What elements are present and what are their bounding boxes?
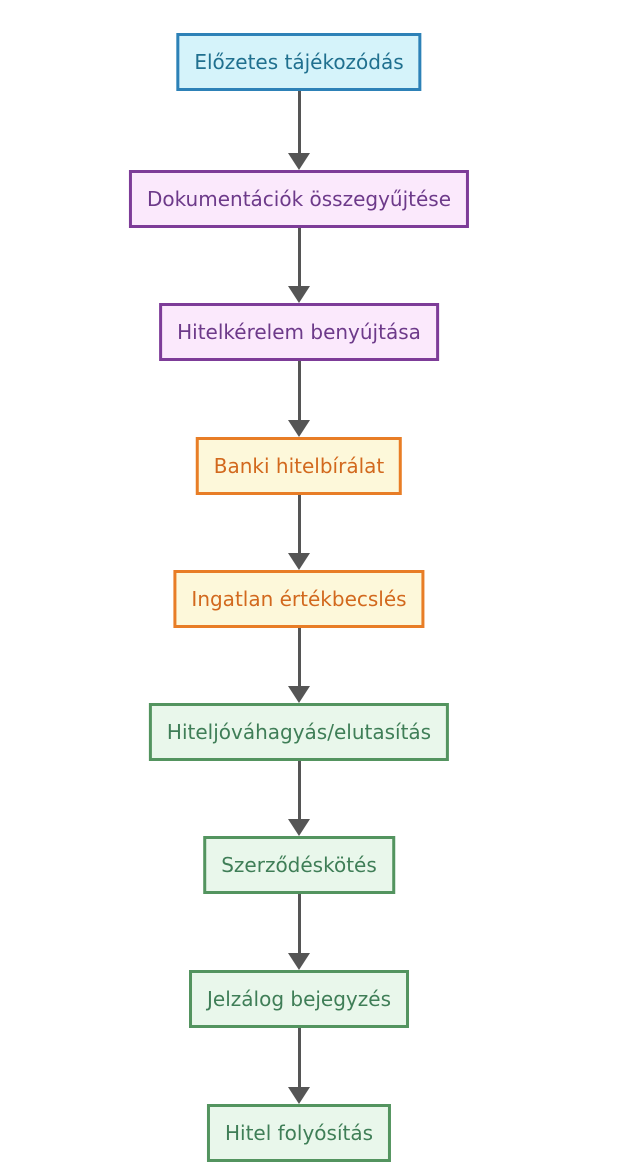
arrow-line bbox=[297, 228, 301, 286]
flow-node-hitel-folyositas: Hitel folyósítás bbox=[206, 1104, 392, 1162]
arrowhead-down-icon bbox=[288, 819, 310, 836]
node-label: Hitel folyósítás bbox=[224, 1121, 374, 1145]
arrow-connector-2 bbox=[287, 228, 311, 303]
node-label: Hitelkérelem benyújtása bbox=[177, 320, 421, 344]
arrow-connector-6 bbox=[287, 761, 311, 836]
arrow-connector-5 bbox=[287, 628, 311, 703]
arrow-line bbox=[297, 761, 301, 819]
arrow-connector-7 bbox=[287, 894, 311, 970]
arrow-line bbox=[297, 894, 301, 953]
arrow-connector-4 bbox=[287, 495, 311, 570]
flow-node-hiteljovahagyas-elutasitas: Hiteljóváhagyás/elutasítás bbox=[148, 703, 450, 761]
arrow-connector-8 bbox=[287, 1028, 311, 1104]
arrowhead-down-icon bbox=[288, 553, 310, 570]
arrowhead-down-icon bbox=[288, 953, 310, 970]
arrowhead-down-icon bbox=[288, 420, 310, 437]
flow-node-ingatlan-ertekbecsles: Ingatlan értékbecslés bbox=[173, 570, 425, 628]
flow-node-hitelkerelem-benyujtasa: Hitelkérelem benyújtása bbox=[159, 303, 439, 361]
node-label: Jelzálog bejegyzés bbox=[207, 987, 391, 1011]
flow-node-banki-hitelbiralat: Banki hitelbírálat bbox=[195, 437, 403, 495]
arrow-line bbox=[297, 91, 301, 153]
arrow-line bbox=[297, 495, 301, 553]
arrowhead-down-icon bbox=[288, 153, 310, 170]
arrowhead-down-icon bbox=[288, 686, 310, 703]
flow-node-dokumentaciok-osszegyujtese: Dokumentációk összegyűjtése bbox=[128, 170, 470, 228]
flow-node-jelzalog-bejegyzes: Jelzálog bejegyzés bbox=[189, 970, 409, 1028]
node-label: Hiteljóváhagyás/elutasítás bbox=[166, 720, 432, 744]
arrow-connector-3 bbox=[287, 361, 311, 437]
node-label: Banki hitelbírálat bbox=[213, 454, 385, 478]
arrow-line bbox=[297, 361, 301, 420]
arrow-line bbox=[297, 628, 301, 686]
flow-node-elozetes-tajekozodas: Előzetes tájékozódás bbox=[176, 33, 422, 91]
arrowhead-down-icon bbox=[288, 1087, 310, 1104]
node-label: Dokumentációk összegyűjtése bbox=[146, 187, 452, 211]
arrow-connector-1 bbox=[287, 91, 311, 170]
flow-node-szerzodeskotes: Szerződéskötés bbox=[203, 836, 395, 894]
node-label: Előzetes tájékozódás bbox=[194, 50, 404, 74]
node-label: Ingatlan értékbecslés bbox=[191, 587, 407, 611]
arrow-line bbox=[297, 1028, 301, 1087]
node-label: Szerződéskötés bbox=[221, 853, 377, 877]
arrowhead-down-icon bbox=[288, 286, 310, 303]
